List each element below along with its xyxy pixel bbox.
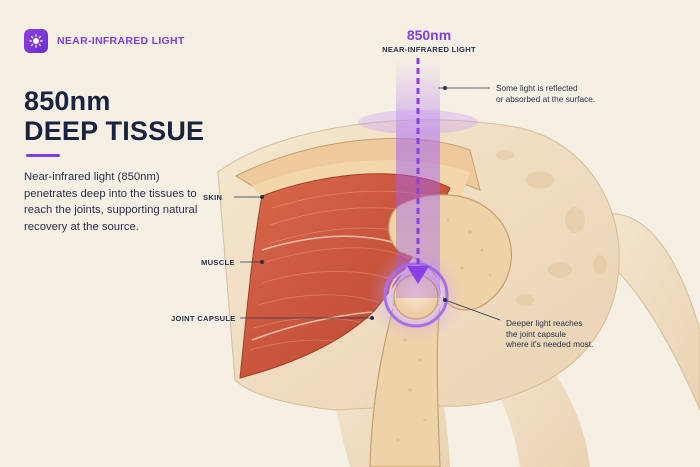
muscle-label: MUSCLE — [201, 258, 235, 267]
page-title: 850nm DEEP TISSUE — [24, 86, 204, 146]
surface-note-line-1: Some light is reflected — [496, 83, 578, 93]
badge-label: NEAR-INFRARED LIGHT — [57, 35, 185, 47]
title-divider — [26, 154, 60, 157]
bone-texture — [446, 218, 492, 277]
tail-shape — [597, 213, 700, 411]
joint-capsule-label: JOINT CAPSULE — [171, 314, 236, 323]
deep-note-line-2: the joint capsule — [506, 328, 566, 339]
skin-label: SKIN — [203, 193, 223, 202]
beam-arrowhead — [407, 266, 429, 284]
sun-icon — [24, 29, 48, 53]
title-line-1: 850nm — [24, 86, 111, 116]
description: Near-infrared light (850nm) penetrates d… — [24, 171, 198, 233]
capsule-leader-dot — [370, 316, 374, 320]
fur-spots — [496, 150, 607, 306]
deep-note-line-3: where it's needed most. — [506, 339, 594, 350]
beam-label: NEAR-INFRARED LIGHT — [382, 45, 476, 54]
surface-note: Some light is reflected or absorbed at t… — [496, 83, 595, 104]
beam-wavelength: 850nm — [406, 27, 452, 43]
muscle-leader-dot — [260, 260, 264, 264]
category-badge: NEAR-INFRARED LIGHT — [24, 29, 185, 53]
surface-leader-dot — [443, 86, 447, 90]
title-line-2: DEEP TISSUE — [24, 116, 205, 146]
deep-leader-dot — [443, 298, 447, 302]
skin-leader-dot — [260, 195, 264, 199]
deep-note: Deeper light reaches the joint capsule w… — [506, 318, 593, 350]
deep-note-line-1: Deeper light reaches — [506, 318, 583, 328]
surface-note-line-2: or absorbed at the surface. — [496, 93, 596, 104]
